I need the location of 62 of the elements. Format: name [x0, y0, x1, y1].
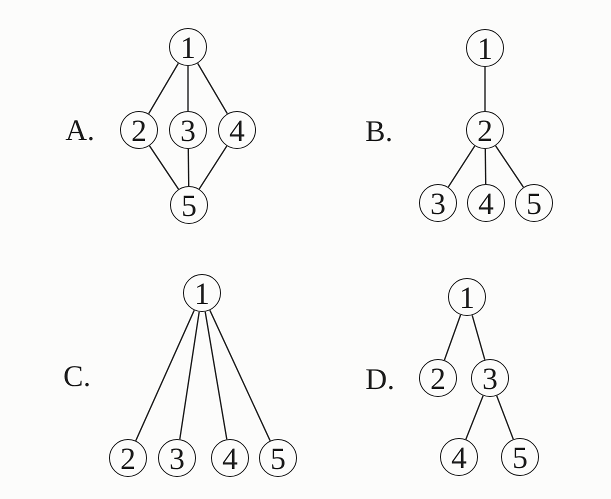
- node-number: 2: [131, 114, 147, 146]
- connecting-line: [484, 149, 486, 184]
- numbered-circle: [501, 438, 539, 476]
- numbered-circle: [466, 29, 504, 67]
- numbered-circle: [419, 184, 457, 222]
- node-number: 3: [482, 362, 498, 394]
- connecting-line: [135, 310, 195, 441]
- numbered-circle: [471, 359, 509, 397]
- numbered-circle: [211, 439, 249, 477]
- connecting-line: [495, 145, 524, 188]
- option-letter: D.: [365, 365, 395, 395]
- node-number: 2: [120, 442, 136, 474]
- numbered-circle: [120, 111, 158, 149]
- node-number: 1: [194, 278, 210, 308]
- numbered-circle: [440, 438, 478, 476]
- numbered-circle: [158, 439, 196, 477]
- connecting-line: [179, 312, 200, 440]
- node-number: 5: [526, 188, 542, 218]
- connecting-line: [465, 395, 484, 440]
- node-number: 3: [180, 114, 196, 146]
- node-number: 1: [477, 32, 493, 64]
- numbered-circle: [466, 111, 504, 149]
- numbered-circle: [419, 359, 457, 397]
- node-number: 3: [430, 188, 446, 218]
- connecting-line: [472, 315, 486, 360]
- node-number: 2: [477, 114, 493, 146]
- numbered-circle: [109, 439, 147, 477]
- connecting-line: [188, 149, 190, 186]
- connecting-line: [148, 63, 179, 114]
- node-number: 5: [512, 442, 528, 472]
- numbered-circle: [183, 274, 221, 312]
- numbered-circle: [259, 439, 297, 477]
- numbered-circle: [218, 111, 256, 149]
- numbered-circle: [515, 184, 553, 222]
- numbered-circle: [169, 111, 207, 149]
- node-number: 5: [181, 190, 197, 220]
- connecting-line: [148, 145, 180, 190]
- connecting-line: [448, 146, 476, 188]
- connecting-line: [198, 146, 228, 190]
- node-number: 2: [430, 362, 446, 394]
- node-number: 4: [222, 442, 238, 474]
- node-number: 3: [169, 442, 185, 474]
- numbered-circle: [170, 186, 208, 224]
- connecting-line: [444, 314, 462, 360]
- node-number: 5: [270, 442, 286, 474]
- node-number: 4: [451, 442, 467, 472]
- connecting-line: [197, 63, 228, 114]
- option-letter: A.: [65, 116, 95, 146]
- node-number: 1: [459, 282, 475, 312]
- connecting-line: [187, 66, 189, 111]
- node-number: 4: [229, 114, 245, 146]
- numbered-circle: [169, 28, 207, 66]
- connecting-line: [496, 396, 514, 440]
- node-number: 4: [478, 188, 494, 218]
- connecting-line: [204, 312, 228, 440]
- option-letter: C.: [63, 362, 91, 392]
- connecting-line: [209, 310, 271, 441]
- connecting-line: [484, 67, 486, 111]
- node-number: 1: [180, 32, 196, 62]
- numbered-circle: [467, 184, 505, 222]
- option-letter: B.: [365, 117, 393, 147]
- numbered-circle: [448, 278, 486, 316]
